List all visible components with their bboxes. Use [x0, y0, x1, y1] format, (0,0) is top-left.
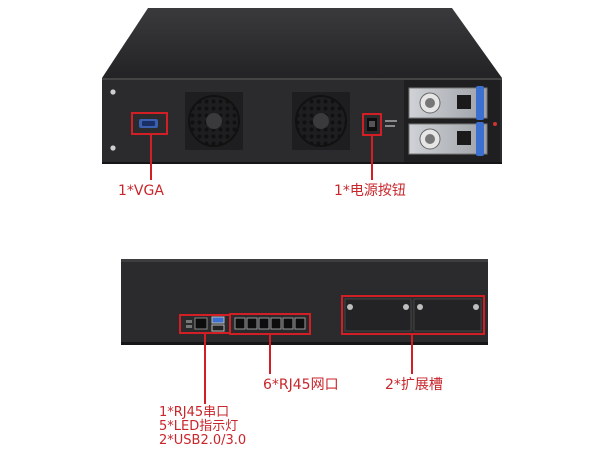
rj45-port-icon [246, 317, 258, 330]
fan-grille-icon [185, 92, 243, 150]
vga-highlight [131, 112, 168, 135]
rj45-port-icon [258, 317, 270, 330]
psu-module-icon [408, 86, 488, 120]
fan-grille-icon [292, 92, 350, 150]
screw-icon [473, 304, 479, 310]
rj45-port-icon [270, 317, 282, 330]
io-callout: 1*RJ45串口 5*LED指示灯 2*USB2.0/3.0 [159, 406, 246, 448]
usb-port-icon [211, 316, 225, 332]
vga-callout: 1*VGA [118, 183, 164, 199]
rear-chassis [102, 8, 502, 164]
screw-icon [110, 89, 116, 95]
rj45-port-icon [294, 317, 306, 330]
led-indicators [186, 320, 192, 328]
expansion-slots-callout: 2*扩展槽 [385, 377, 443, 393]
screw-icon [110, 145, 116, 151]
io-callout-line: 2*USB2.0/3.0 [159, 433, 247, 448]
rj45-port-icon [234, 317, 246, 330]
psu-module-icon [408, 122, 488, 156]
rj45-port-icon [194, 317, 208, 330]
chassis-top-panel [102, 8, 502, 78]
io-callout-line: 1*RJ45串口 [159, 405, 230, 420]
front-chassis [121, 259, 488, 345]
power-button-callout: 1*电源按钮 [334, 183, 406, 199]
rj45-ports-callout: 6*RJ45网口 [263, 377, 339, 393]
vga-port-icon [139, 119, 158, 128]
screw-icon [347, 304, 353, 310]
rj45-port-icon [282, 317, 294, 330]
screw-icon [417, 304, 423, 310]
power-switch-icon [367, 118, 377, 131]
expansion-slot-cover [344, 298, 412, 332]
screw-icon [403, 304, 409, 310]
expansion-slot-cover [413, 298, 482, 332]
io-callout-line: 5*LED指示灯 [159, 419, 239, 434]
